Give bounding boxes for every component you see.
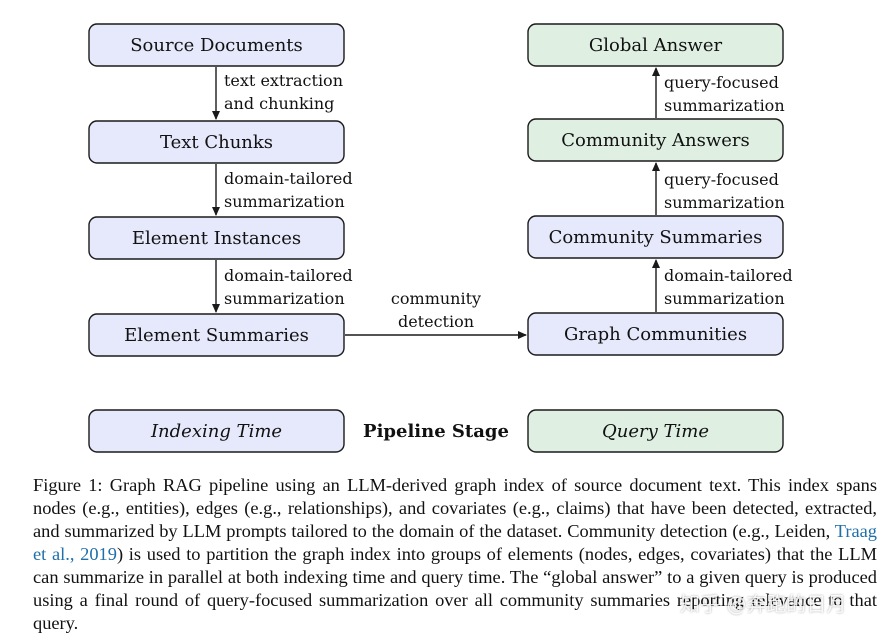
node-community-answers bbox=[527, 118, 784, 162]
node-source-documents-label: Source Documents bbox=[130, 35, 303, 56]
node-global-answer-label: Global Answer bbox=[589, 35, 723, 56]
legend-indexing-time-label: Indexing Time bbox=[150, 421, 282, 442]
node-graph-communities-label: Graph Communities bbox=[564, 324, 747, 345]
caption-text-end: ) is used to partition the graph index i… bbox=[33, 544, 877, 633]
edge-label-line1: query-focused bbox=[664, 73, 779, 92]
watermark-text: 知乎 @奔跑的日月 bbox=[680, 592, 847, 616]
legend-pipeline-stage-label: Pipeline Stage bbox=[363, 421, 509, 442]
node-element-summaries-label: Element Summaries bbox=[124, 325, 309, 346]
node-community-answers-label: Community Answers bbox=[561, 130, 750, 151]
citation-link[interactable]: Traag et al., 2019 bbox=[33, 521, 877, 564]
node-community-summaries bbox=[527, 215, 784, 259]
edge-label-line1: text extraction bbox=[224, 71, 343, 90]
edge-label-line2: detection bbox=[398, 312, 474, 331]
edge-label-line2: summarization bbox=[664, 193, 785, 212]
node-element-instances bbox=[88, 216, 345, 260]
graph-rag-pipeline-diagram: Source Documents Text Chunks Element Ins… bbox=[88, 23, 793, 453]
legend-indexing-time bbox=[88, 409, 345, 453]
node-text-chunks-label: Text Chunks bbox=[160, 132, 273, 153]
edge-label-line2: summarization bbox=[224, 192, 345, 211]
legend-query-time bbox=[527, 409, 784, 453]
edge-label-line1: domain-tailored bbox=[224, 266, 353, 285]
node-source-documents bbox=[88, 23, 345, 67]
node-element-summaries bbox=[88, 313, 345, 357]
node-text-chunks bbox=[88, 120, 345, 164]
edge-label-line1: domain-tailored bbox=[664, 266, 793, 285]
figure-caption: Figure 1: Graph RAG pipeline using an LL… bbox=[33, 474, 877, 635]
edge-label-line1: query-focused bbox=[664, 170, 779, 189]
edge-label-line2: summarization bbox=[224, 289, 345, 308]
caption-text-start: Figure 1: Graph RAG pipeline using an LL… bbox=[33, 475, 877, 541]
node-element-instances-label: Element Instances bbox=[132, 228, 301, 249]
edge-label-line2: and chunking bbox=[224, 94, 334, 113]
node-graph-communities bbox=[527, 312, 784, 356]
legend-query-time-label: Query Time bbox=[602, 421, 709, 442]
edge-label-line2: summarization bbox=[664, 96, 785, 115]
node-community-summaries-label: Community Summaries bbox=[549, 227, 763, 248]
edge-label-line2: summarization bbox=[664, 289, 785, 308]
node-global-answer bbox=[527, 23, 784, 67]
edge-label-line1: domain-tailored bbox=[224, 169, 353, 188]
edge-label-line1: community bbox=[391, 289, 481, 308]
